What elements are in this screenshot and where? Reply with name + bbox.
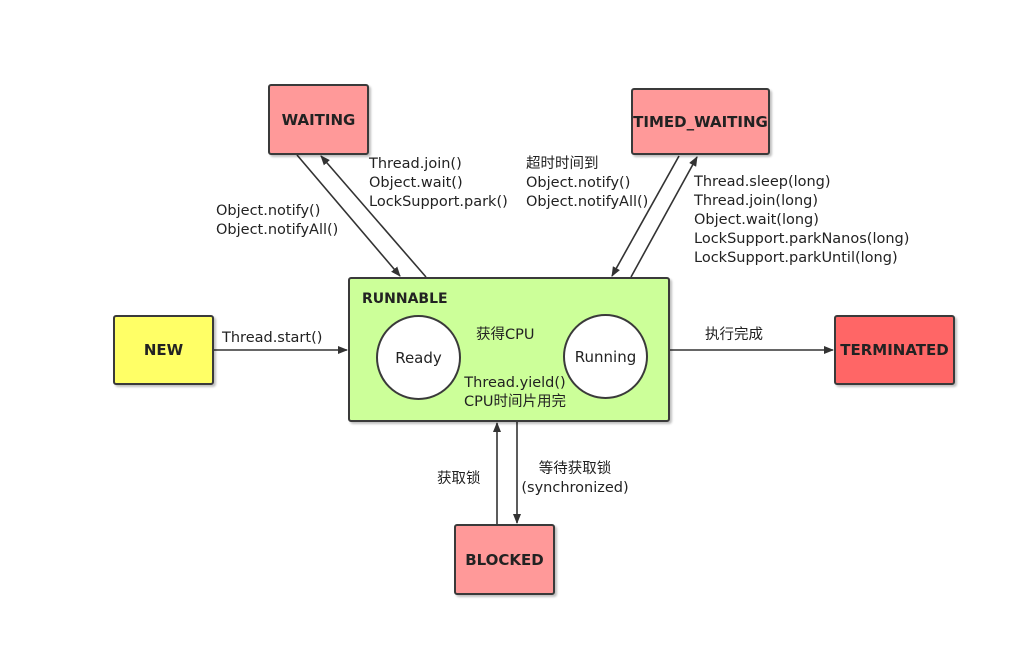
label-line: Thread.join() <box>369 156 462 172</box>
substate-ready: Ready <box>376 315 461 400</box>
label-line: Object.wait() <box>369 175 463 191</box>
substate-running-label: Running <box>574 347 637 366</box>
substate-ready-label: Ready <box>395 348 442 367</box>
label-running-to-ready: Thread.yield() CPU时间片用完 <box>461 374 569 412</box>
label-blocked-to-runnable: 获取锁 <box>437 470 481 489</box>
state-timed-waiting: TIMED_WAITING <box>631 88 770 155</box>
label-ready-to-running: 获得CPU <box>476 326 534 345</box>
substate-running: Running <box>563 314 648 399</box>
state-new: NEW <box>113 315 214 385</box>
label-line: CPU时间片用完 <box>464 394 566 410</box>
state-timed-waiting-label: TIMED_WAITING <box>633 112 768 131</box>
label-line: LockSupport.park() <box>369 194 508 210</box>
label-runnable-to-blocked: 等待获取锁 (synchronized) <box>521 460 629 498</box>
state-blocked: BLOCKED <box>454 524 555 595</box>
label-line: Thread.join(long) <box>694 193 819 209</box>
state-runnable-label: RUNNABLE <box>362 291 448 307</box>
arrow-waiting-to-runnable <box>296 154 401 277</box>
arrow-runnable-to-timed-waiting <box>630 156 698 278</box>
label-line: 获取锁 <box>437 471 481 487</box>
state-waiting-label: WAITING <box>281 110 356 129</box>
label-line: Thread.start() <box>222 330 323 346</box>
label-line: 获得CPU <box>476 327 535 343</box>
label-runnable-to-terminated: 执行完成 <box>705 326 763 345</box>
label-timed-waiting-to-runnable: 超时时间到 Object.notify() Object.notifyAll() <box>526 155 648 212</box>
label-line: 执行完成 <box>705 327 763 343</box>
label-line: Object.notifyAll() <box>216 222 339 238</box>
label-line: 等待获取锁 <box>538 461 612 477</box>
label-line: Object.notify() <box>526 175 631 191</box>
label-runnable-to-waiting: Thread.join() Object.wait() LockSupport.… <box>369 155 508 212</box>
label-new-to-runnable: Thread.start() <box>222 329 322 348</box>
state-waiting: WAITING <box>268 84 369 155</box>
label-line: Object.notify() <box>216 203 321 219</box>
state-new-label: NEW <box>143 341 184 359</box>
arrow-runnable-to-waiting <box>320 155 427 278</box>
label-runnable-to-timed-waiting: Thread.sleep(long) Thread.join(long) Obj… <box>694 173 909 268</box>
label-line: LockSupport.parkUntil(long) <box>694 250 898 266</box>
label-line: LockSupport.parkNanos(long) <box>694 231 910 247</box>
arrow-timed-waiting-to-runnable <box>611 155 680 277</box>
state-terminated-label: TERMINATED <box>840 341 949 359</box>
label-line: Object.wait(long) <box>694 212 819 228</box>
label-line: 超时时间到 <box>526 156 599 172</box>
label-line: (synchronized) <box>521 480 629 496</box>
label-line: Thread.sleep(long) <box>694 174 831 190</box>
state-terminated: TERMINATED <box>834 315 955 385</box>
label-waiting-to-runnable: Object.notify() Object.notifyAll() <box>216 202 338 240</box>
state-blocked-label: BLOCKED <box>465 550 544 569</box>
label-line: Thread.yield() <box>464 375 566 391</box>
label-line: Object.notifyAll() <box>526 194 649 210</box>
